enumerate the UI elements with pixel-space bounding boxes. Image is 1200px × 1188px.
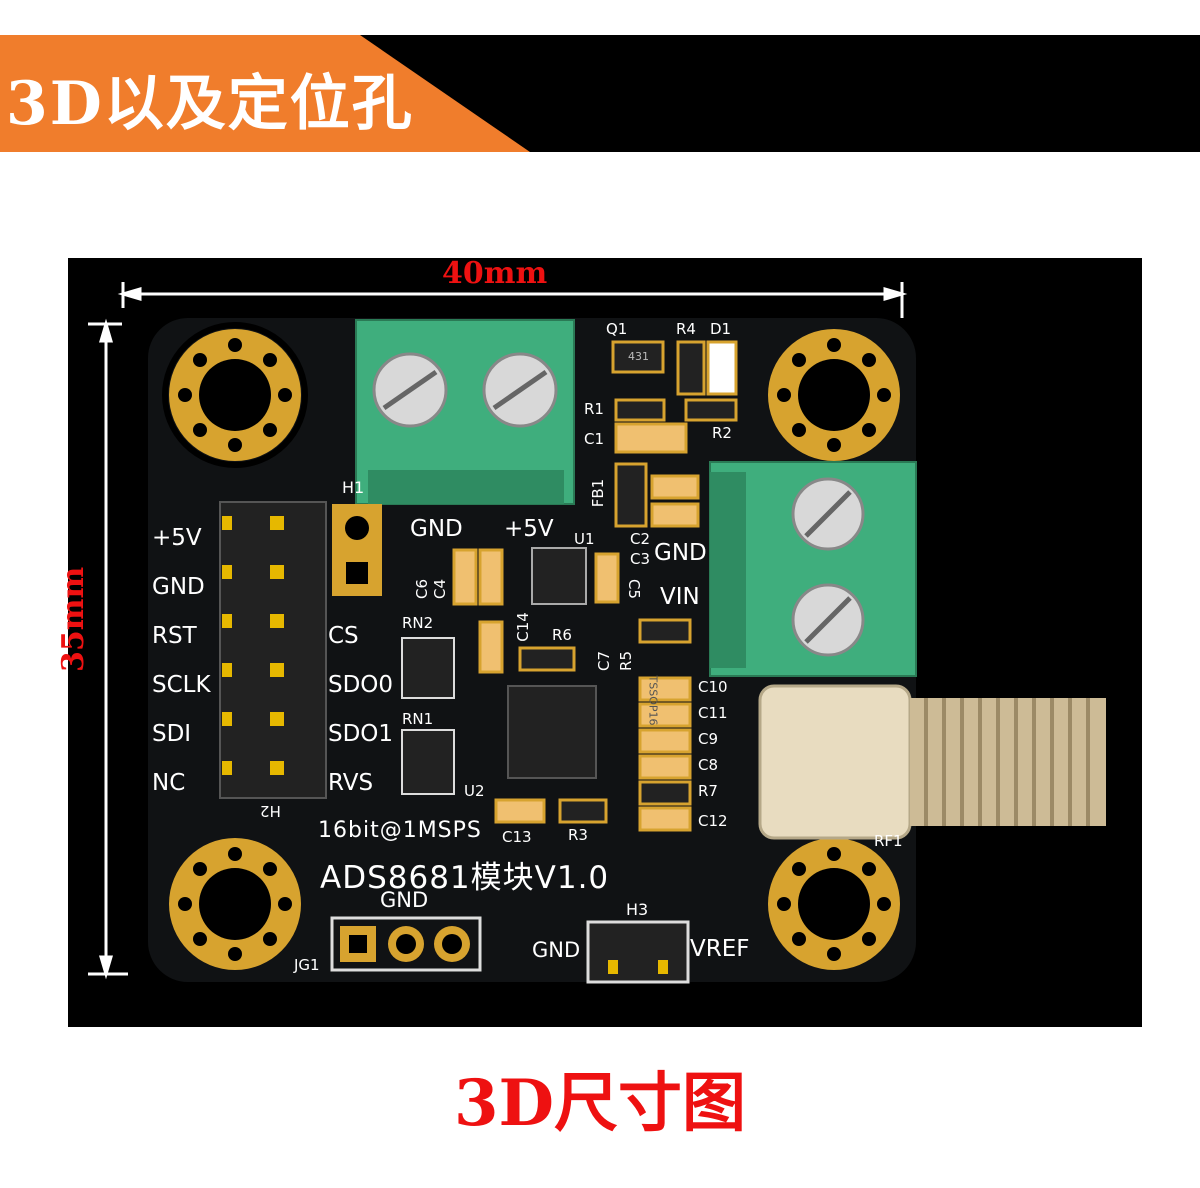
terminal-block-right <box>709 461 917 677</box>
ref-c8: C8 <box>698 756 719 774</box>
h3-vref-label: VREF <box>690 936 750 962</box>
ref-c9: C9 <box>698 730 719 748</box>
pcb-drawing <box>88 282 1106 984</box>
ref-u1: U1 <box>574 530 595 548</box>
pin-label-cs: CS <box>328 623 359 649</box>
pin-header-h2 <box>219 501 327 799</box>
jumper-h3 <box>586 920 690 984</box>
ref-c3: C3 <box>630 550 651 568</box>
terminal-top-5v: +5V <box>504 516 554 542</box>
spec-text: 16bit@1MSPS <box>318 818 482 843</box>
ref-rf1: RF1 <box>874 832 903 850</box>
ref-u2: U2 <box>464 782 485 800</box>
ref-r1: R1 <box>584 400 604 418</box>
pin-label-sdo1: SDO1 <box>328 721 394 747</box>
u2-marking: TSSOP16 <box>646 675 660 726</box>
dimension-lines <box>88 282 908 980</box>
terminal-block-top <box>355 319 575 505</box>
ref-c11: C11 <box>698 704 728 722</box>
ref-rn1: RN1 <box>402 710 434 728</box>
ref-c10: C10 <box>698 678 728 696</box>
ref-h1: H1 <box>342 478 365 497</box>
ref-rn2: RN2 <box>402 614 434 632</box>
ref-c12: C12 <box>698 812 728 830</box>
ref-c4: C4 <box>431 578 450 600</box>
ref-c14: C14 <box>513 612 532 642</box>
pin-label-sclk: SCLK <box>152 672 211 698</box>
ref-h2: H2 <box>260 802 281 820</box>
pin-label-rvs: RVS <box>328 770 374 796</box>
ref-c7: C7 <box>595 650 614 672</box>
pin-label-5v: +5V <box>152 525 202 551</box>
mounting-hole-bl <box>169 838 301 970</box>
pin-label-gnd: GND <box>152 574 205 600</box>
ref-c2: C2 <box>630 530 651 548</box>
mounting-hole-tr <box>768 329 900 461</box>
q1-marking: 431 <box>628 350 649 363</box>
module-name: ADS8681模块V1.0 <box>320 860 610 896</box>
header-labels-left: +5V GND RST SCLK SDI NC <box>152 514 211 808</box>
sma-connector <box>758 684 1106 840</box>
banner-title: 3D以及定位孔 <box>6 69 414 139</box>
ref-r3: R3 <box>568 826 588 844</box>
banner: 3D以及定位孔 <box>0 35 1200 152</box>
ref-fb1: FB1 <box>589 478 608 508</box>
jg1-gnd-label: GND <box>380 888 429 912</box>
dimension-width-label: 40mm <box>442 256 548 291</box>
header-labels-right: CS SDO0 SDO1 RVS <box>328 612 393 808</box>
ref-r6: R6 <box>552 626 572 644</box>
ref-c5: C5 <box>625 578 644 600</box>
mounting-holes <box>162 322 900 970</box>
ref-r7: R7 <box>698 782 718 800</box>
ref-r5: R5 <box>616 651 635 671</box>
pin-label-sdi: SDI <box>152 721 192 747</box>
pin-label-nc: NC <box>152 770 186 796</box>
pads-jg1 <box>330 916 482 972</box>
pin-label-rst: RST <box>152 623 197 649</box>
ref-r2: R2 <box>712 424 732 442</box>
ref-q1: Q1 <box>606 320 628 338</box>
caption: 3D尺寸图 <box>453 1066 747 1141</box>
dimension-height-label: 35mm <box>56 566 91 672</box>
ref-d1: D1 <box>710 320 732 338</box>
ref-c1: C1 <box>584 430 605 448</box>
silkscreen: +5V GND RST SCLK SDI NC CS SDO0 SDO1 RVS… <box>68 258 1142 1027</box>
terminal-top-gnd: GND <box>410 516 463 542</box>
mounting-hole-br <box>768 838 900 970</box>
ref-r4: R4 <box>676 320 696 338</box>
mounting-hole-tl <box>162 322 308 468</box>
ref-c6: C6 <box>413 578 432 600</box>
terminal-right-vin: VIN <box>660 584 700 610</box>
h3-gnd-label: GND <box>532 938 581 962</box>
terminal-right-gnd: GND <box>654 540 707 566</box>
ref-jg1: JG1 <box>294 956 320 974</box>
pcb-render: +5V GND RST SCLK SDI NC CS SDO0 SDO1 RVS… <box>68 258 1142 1027</box>
smd-components <box>401 340 738 832</box>
pin-label-sdo0: SDO0 <box>328 672 394 698</box>
ref-h3: H3 <box>626 900 649 919</box>
pads-h1 <box>332 504 382 596</box>
ref-c13: C13 <box>502 828 532 846</box>
